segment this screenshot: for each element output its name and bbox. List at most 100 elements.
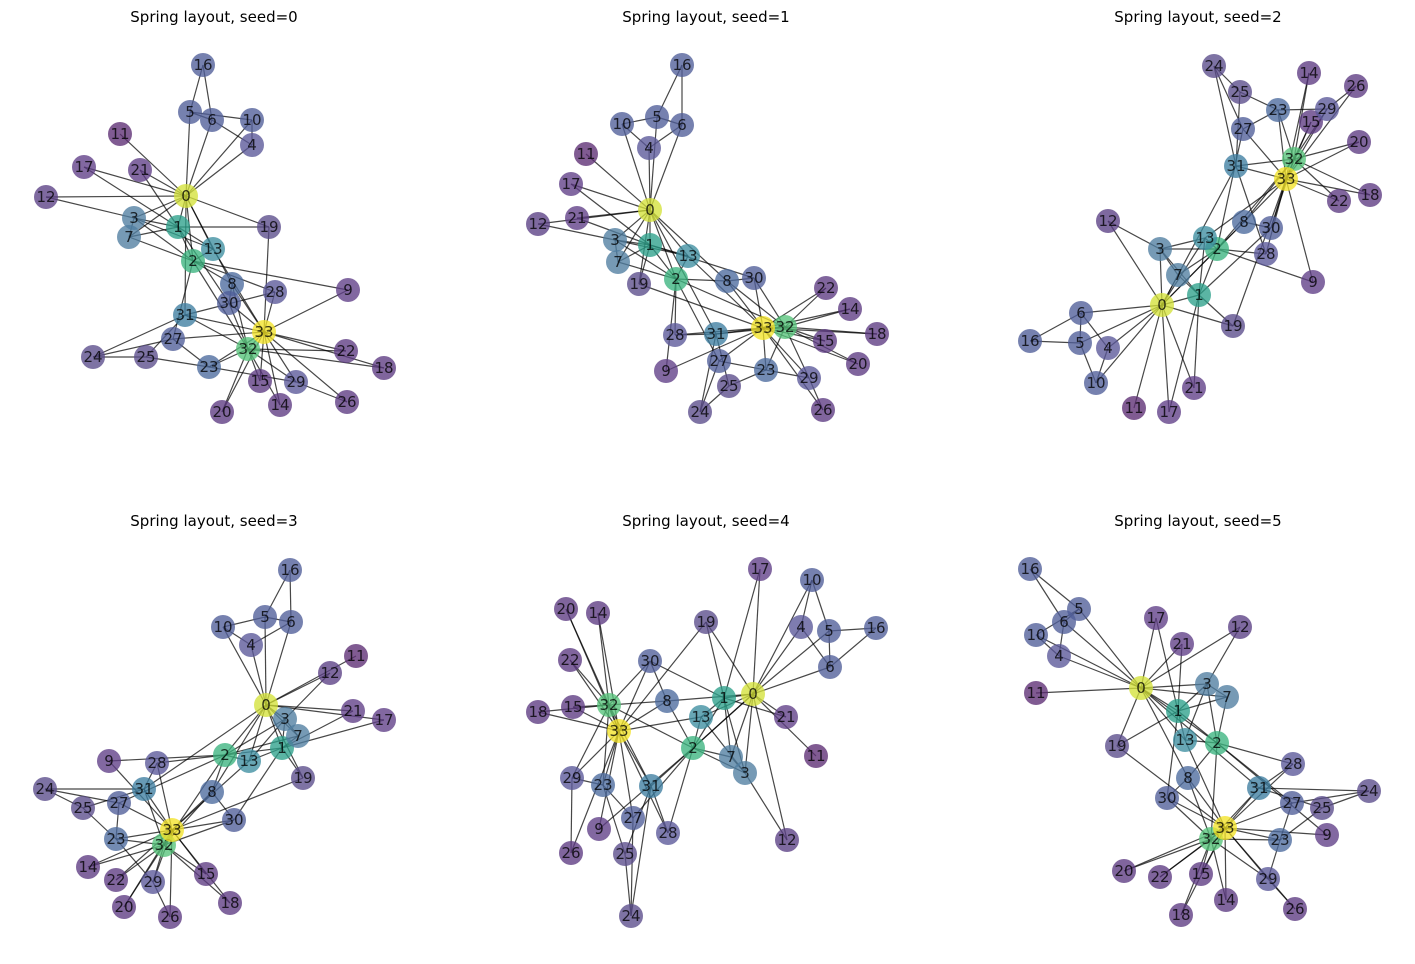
node-label: 18 [374,359,393,377]
node-label: 22 [816,279,835,297]
node-circle [559,841,583,865]
node-circle [1148,237,1172,261]
node-25: 25 [717,374,741,398]
node-circle [676,244,700,268]
edge-18-33 [537,711,620,732]
panel-title-seed-5: Spring layout, seed=5 [1114,512,1281,530]
node-circle [166,215,190,239]
edge-0-6 [649,124,683,211]
node-label: 7 [613,253,623,271]
node-20: 20 [554,597,578,621]
node-21: 21 [774,705,798,729]
node-label: 33 [162,821,181,839]
node-label: 15 [815,332,834,350]
node-label: 29 [799,369,818,387]
node-circle [1157,400,1181,424]
node-label: 5 [185,103,195,121]
edge-0-4 [752,626,802,695]
node-label: 14 [588,604,607,622]
node-23: 23 [197,355,221,379]
node-label: 4 [1054,647,1064,665]
node-11: 11 [108,122,132,146]
node-label: 24 [1204,57,1223,75]
edge-1-17 [83,166,179,228]
node-label: 12 [36,188,55,206]
node-circle [71,796,95,820]
edge-1-30 [1198,227,1272,296]
node-17: 17 [559,172,583,196]
edge-20-33 [1285,141,1360,180]
node-circle [257,215,281,239]
node-label: 14 [78,858,97,876]
node-0: 0 [254,693,278,717]
node-label: 27 [709,352,728,370]
node-label: 10 [213,618,232,636]
node-circle [670,113,694,137]
edge-0-4 [1058,655,1142,689]
edge-9-33 [263,289,349,333]
node-10: 10 [1084,371,1108,395]
node-19: 19 [257,215,281,239]
node-label: 15 [1301,113,1320,131]
node-label: 19 [293,769,312,787]
node-22: 22 [1327,189,1351,213]
node-5: 5 [178,100,202,124]
node-26: 26 [1344,74,1368,98]
node-circle [1205,731,1229,755]
edge-0-10 [621,123,651,211]
node-19: 19 [1221,314,1245,338]
node-label: 21 [567,209,586,227]
edge-2-3 [614,239,677,280]
edge-19-33 [638,283,764,329]
node-label: 9 [1308,273,1318,291]
node-circle [637,136,661,160]
node-circle [1052,610,1076,634]
node-label: 16 [280,561,299,579]
node-label: 11 [576,145,595,163]
node-circle [1228,615,1252,639]
node-24: 24 [1357,779,1381,803]
node-9: 9 [97,749,121,773]
node-circle [1256,867,1280,891]
node-label: 31 [175,306,194,324]
node-label: 10 [242,111,261,129]
node-6: 6 [670,113,694,137]
node-6: 6 [1052,610,1076,634]
node-circle [1112,859,1136,883]
node-33: 33 [160,818,184,842]
node-circle [1254,242,1278,266]
node-label: 6 [677,116,687,134]
node-label: 6 [207,111,217,129]
node-circle [597,693,621,717]
node-16: 16 [864,616,888,640]
node-33: 33 [1213,816,1237,840]
edge-27-33 [618,730,634,819]
node-11: 11 [1122,396,1146,420]
node-circle [751,316,775,340]
node-label: 11 [1124,399,1143,417]
node-label: 13 [678,247,697,265]
node-12: 12 [318,661,342,685]
node-label: 22 [106,871,125,889]
edge-0-6 [1063,621,1142,689]
panel-seed-2: Spring layout, seed=2 012345678910111213… [1018,8,1382,424]
node-label: 1 [173,218,183,236]
node-label: 11 [806,747,825,765]
node-label: 31 [134,780,153,798]
edge-2-28 [667,747,694,834]
node-0: 0 [174,184,198,208]
node-circle [639,774,663,798]
edge-0-19 [185,195,270,228]
node-label: 27 [623,809,642,827]
edge-2-3 [133,217,194,262]
edge-19-33 [618,621,707,732]
node-label: 0 [645,201,655,219]
node-circle [117,225,141,249]
node-label: 23 [756,361,775,379]
node-14: 14 [586,601,610,625]
node-circle [1150,293,1174,317]
node-circle [838,297,862,321]
